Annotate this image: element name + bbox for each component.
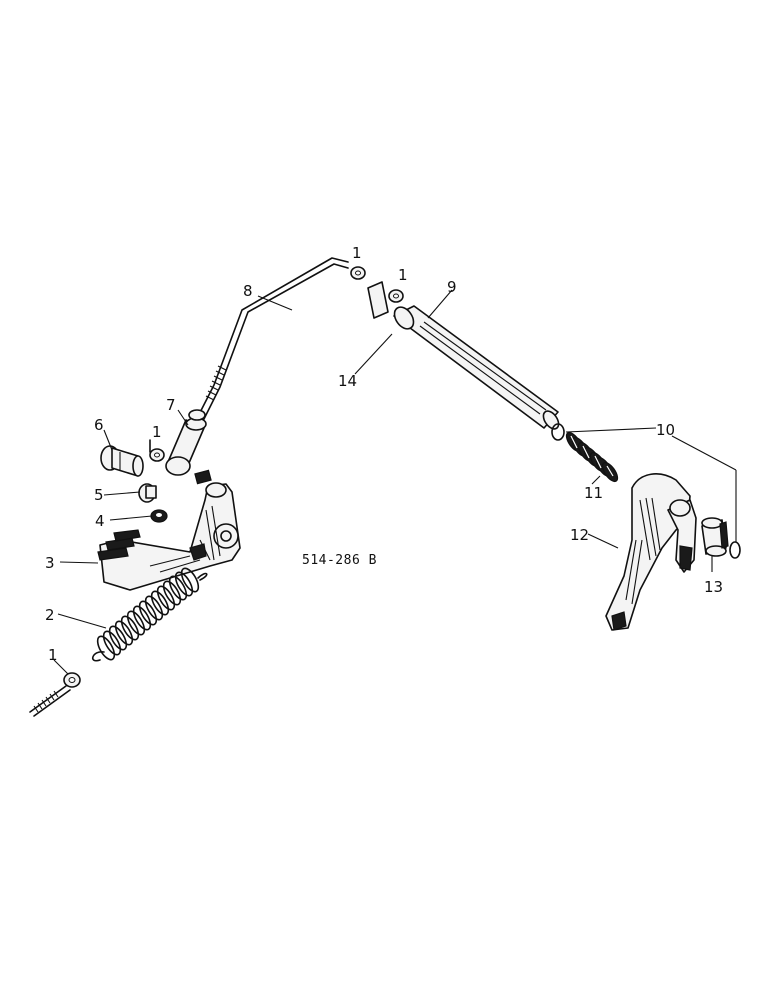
- part-1-eye-bolt: [29, 672, 81, 717]
- label-2: 2: [45, 606, 55, 624]
- label-1c: 1: [398, 266, 408, 284]
- part-3-pedal-lever: [97, 469, 241, 591]
- figure-reference-code: 514-286 B: [302, 553, 377, 568]
- label-10: 10: [656, 421, 675, 439]
- part-10-circlip-a: [551, 423, 565, 441]
- label-1b: 1: [352, 244, 362, 262]
- part-10-circlip-b: [729, 541, 741, 559]
- part-labels: 8 7 1 6 5 4 3 2 1 1 1 9 14 10 11 12 13: [45, 244, 723, 664]
- label-1: 1: [48, 646, 58, 664]
- leader-lines: [53, 289, 737, 675]
- label-13: 13: [704, 578, 723, 596]
- label-3: 3: [45, 554, 55, 572]
- part-8-rod: [185, 257, 349, 444]
- part-6-clevis-pin: [100, 445, 144, 477]
- part-7-clevis: [165, 409, 207, 476]
- label-1a: 1: [152, 423, 162, 441]
- part-13-sleeve: [701, 517, 729, 557]
- part-4-nut: [150, 509, 168, 523]
- label-12: 12: [570, 526, 589, 544]
- label-14: 14: [338, 372, 357, 390]
- part-5-bolt: [138, 483, 157, 503]
- label-8: 8: [243, 282, 253, 300]
- label-11: 11: [584, 484, 603, 502]
- part-12-shift-fork: [605, 473, 697, 631]
- part-9-shift-rail: [367, 281, 560, 430]
- label-9: 9: [447, 278, 457, 296]
- label-6: 6: [94, 416, 104, 434]
- label-7: 7: [166, 396, 176, 414]
- washer-a: [149, 448, 165, 462]
- label-4: 4: [95, 512, 105, 530]
- part-11-spring: [565, 431, 619, 483]
- washer-b: [350, 266, 366, 280]
- label-5: 5: [94, 486, 104, 504]
- part-2-spring: [92, 567, 208, 662]
